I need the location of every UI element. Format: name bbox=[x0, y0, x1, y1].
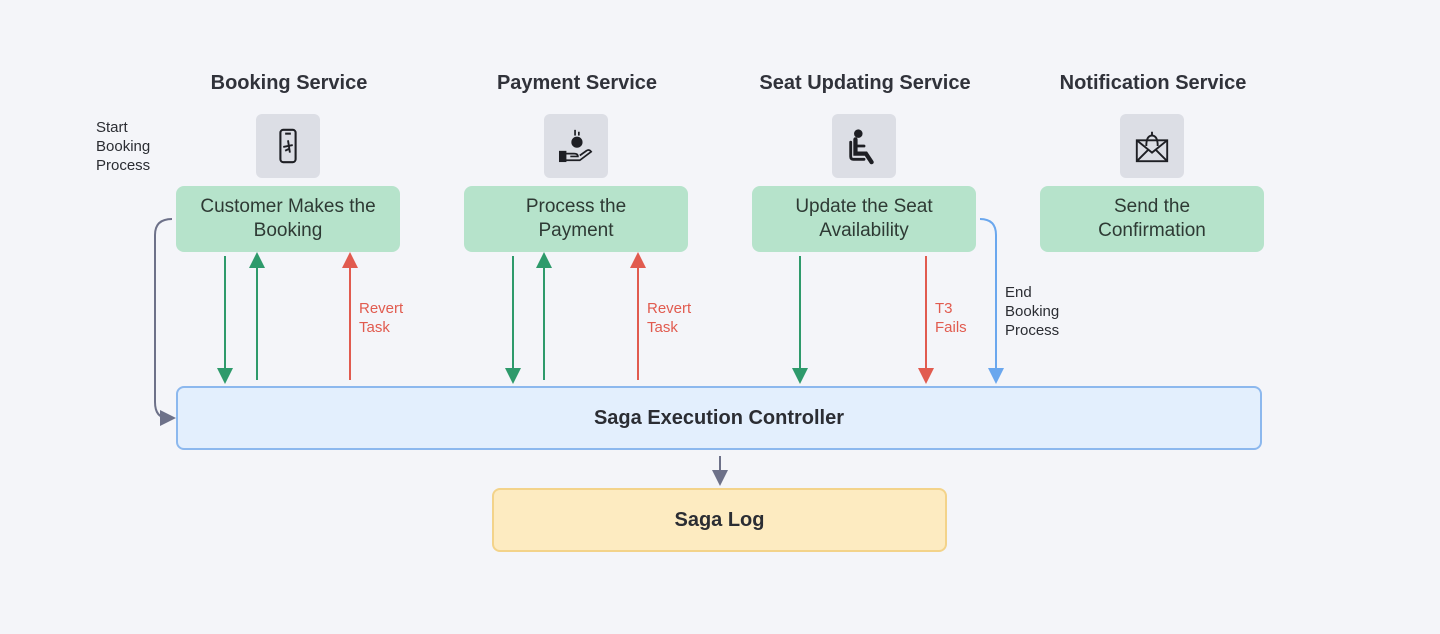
seat-service-title: Seat Updating Service bbox=[759, 72, 971, 94]
end-process-arrow bbox=[979, 218, 1004, 384]
task-customer-booking-label: Customer Makes the Booking bbox=[200, 196, 376, 241]
saga-log: Saga Log bbox=[492, 488, 947, 552]
phone-flight-icon bbox=[256, 114, 320, 178]
revert-task-note-payment: Revert Task bbox=[647, 300, 692, 336]
task-process-payment: Process the Payment bbox=[464, 186, 688, 252]
task-send-confirmation-label: Send the Confirmation bbox=[1098, 196, 1206, 241]
task-update-seat-label: Update the Seat Availability bbox=[795, 196, 933, 241]
saga-execution-controller-label: Saga Execution Controller bbox=[593, 406, 845, 429]
hand-coin-payment-icon bbox=[544, 114, 608, 178]
task-update-seat: Update the Seat Availability bbox=[752, 186, 976, 252]
task-send-confirmation: Send the Confirmation bbox=[1040, 186, 1264, 252]
end-process-note: End Booking Process bbox=[1005, 284, 1060, 339]
t3-fails-note: T3 Fails bbox=[935, 300, 967, 336]
revert-task-note-booking: Revert Task bbox=[359, 300, 404, 336]
task-customer-booking: Customer Makes the Booking bbox=[176, 186, 400, 252]
booking-service-title: Booking Service bbox=[210, 72, 368, 94]
notification-service-title: Notification Service bbox=[1059, 72, 1247, 94]
saga-log-label: Saga Log bbox=[674, 508, 765, 531]
envelope-notification-icon bbox=[1120, 114, 1184, 178]
start-process-note: Start Booking Process bbox=[96, 119, 151, 174]
task-process-payment-label: Process the Payment bbox=[525, 196, 627, 241]
saga-execution-controller: Saga Execution Controller bbox=[176, 386, 1262, 450]
payment-service-title: Payment Service bbox=[496, 72, 658, 94]
seated-person-icon bbox=[832, 114, 896, 178]
start-process-arrow bbox=[154, 218, 176, 426]
